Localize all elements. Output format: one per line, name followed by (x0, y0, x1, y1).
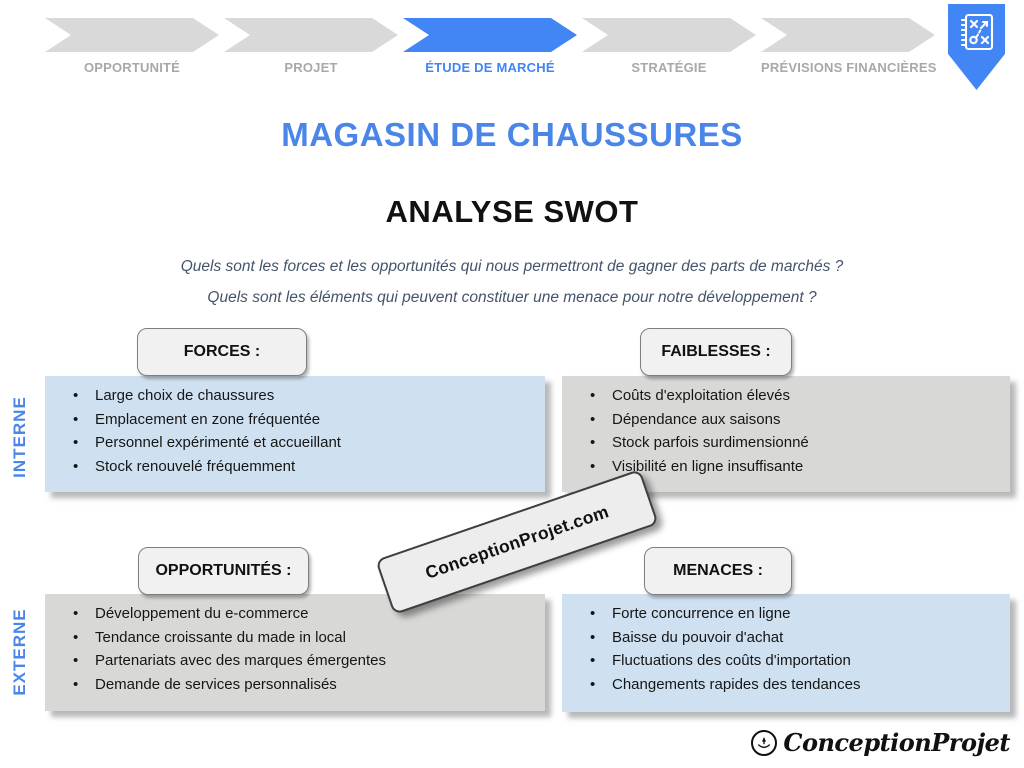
bullet-item: Coûts d'exploitation élevés (562, 384, 1000, 408)
opportunites-panel: Développement du e-commerce Tendance cro… (45, 594, 545, 711)
bullet-item: Développement du e-commerce (45, 602, 535, 626)
step-label: ÉTUDE DE MARCHÉ (425, 60, 555, 75)
bullet-item: Large choix de chaussures (45, 384, 535, 408)
menaces-list: Forte concurrence en ligne Baisse du pou… (562, 594, 1010, 696)
faiblesses-header: FAIBLESSES : (640, 328, 792, 376)
bookmark-ribbon (948, 4, 1005, 90)
question-line-1: Quels sont les forces et les opportunité… (180, 258, 844, 275)
bullet-item: Tendance croissante du made in local (45, 626, 535, 650)
step-label: PROJET (284, 60, 338, 75)
strategy-plan-icon (960, 13, 993, 51)
forces-header: FORCES : (137, 328, 307, 376)
bullet-item: Dépendance aux saisons (562, 408, 1000, 432)
step-opportunite: OPPORTUNITÉ (45, 18, 219, 75)
chevron-arrow-icon (224, 18, 398, 52)
process-bar: OPPORTUNITÉ PROJET ÉTUDE DE MARCHÉ STRAT… (45, 18, 937, 75)
opportunites-list: Développement du e-commerce Tendance cro… (45, 594, 545, 696)
bullet-item: Visibilité en ligne insuffisante (562, 455, 1000, 479)
bullet-item: Partenariats avec des marques émergentes (45, 649, 535, 673)
faiblesses-list: Coûts d'exploitation élevés Dépendance a… (562, 376, 1010, 478)
forces-panel: Large choix de chaussures Emplacement en… (45, 376, 545, 492)
externe-axis-label: EXTERNE (10, 608, 29, 696)
bullet-item: Emplacement en zone fréquentée (45, 408, 535, 432)
footer-logo-text: ConceptionProjet (783, 728, 1010, 757)
step-label: PRÉVISIONS FINANCIÈRES (761, 60, 937, 75)
bullet-item: Changements rapides des tendances (562, 673, 1000, 697)
chevron-arrow-icon (582, 18, 756, 52)
question-line-2: Quels sont les éléments qui peuvent cons… (207, 289, 817, 306)
step-strategie: STRATÉGIE (582, 18, 756, 75)
opportunites-header: OPPORTUNITÉS : (138, 547, 309, 595)
step-previsions-financieres: PRÉVISIONS FINANCIÈRES (761, 18, 937, 75)
menaces-header: MENACES : (644, 547, 792, 595)
chevron-arrow-icon (403, 18, 577, 52)
interne-axis-label: INTERNE (10, 396, 29, 478)
menaces-panel: Forte concurrence en ligne Baisse du pou… (562, 594, 1010, 712)
bullet-item: Stock parfois surdimensionné (562, 431, 1000, 455)
chevron-arrow-icon (45, 18, 219, 52)
page-title: MAGASIN DE CHAUSSURES (281, 116, 743, 153)
step-label: OPPORTUNITÉ (83, 60, 181, 75)
bullet-item: Fluctuations des coûts d'importation (562, 649, 1000, 673)
section-title: ANALYSE SWOT (385, 194, 639, 229)
step-projet: PROJET (224, 18, 398, 75)
bullet-item: Stock renouvelé fréquemment (45, 455, 535, 479)
footer-logo: ConceptionProjet (751, 728, 1010, 757)
bullet-item: Personnel expérimenté et accueillant (45, 431, 535, 455)
bullet-item: Demande de services personnalisés (45, 673, 535, 697)
bullet-item: Forte concurrence en ligne (562, 602, 1000, 626)
forces-list: Large choix de chaussures Emplacement en… (45, 376, 545, 478)
step-label: STRATÉGIE (631, 60, 707, 75)
bullet-item: Baisse du pouvoir d'achat (562, 626, 1000, 650)
step-etude-de-marche: ÉTUDE DE MARCHÉ (403, 18, 577, 75)
chevron-arrow-icon (761, 18, 935, 52)
hand-rocket-logo-icon (751, 729, 778, 756)
